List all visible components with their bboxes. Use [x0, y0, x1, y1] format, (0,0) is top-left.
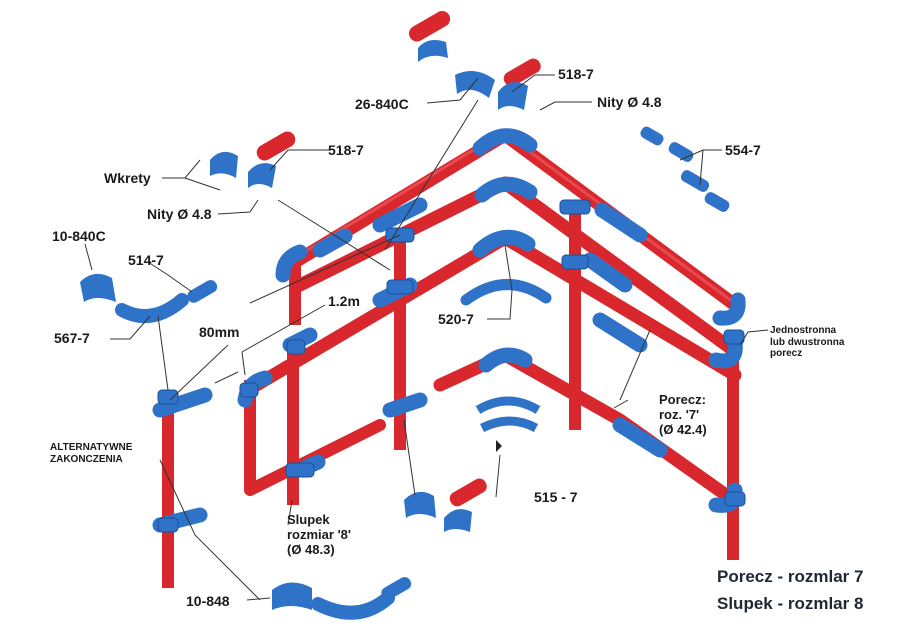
label-10-840c: 10-840C: [52, 228, 106, 244]
label-518-7-top: 518-7: [558, 66, 594, 82]
alternatywne-line-2: ZAKONCZENIA: [50, 453, 123, 465]
slupek-line-2: rozmiar '8': [287, 526, 351, 542]
label-80mm: 80mm: [199, 324, 240, 340]
label-nity-left: Nity Ø 4.8: [147, 206, 212, 222]
exploded-515: [475, 396, 541, 452]
exploded-518-mid: [210, 131, 296, 188]
footer-slupek-size: Slupek - rozmlar 8: [717, 594, 864, 613]
label-520-7: 520-7: [438, 311, 474, 327]
label-slupek-roz: Slupek rozmiar '8' (Ø 48.3): [287, 512, 351, 558]
label-26-840c: 26-840C: [355, 96, 409, 112]
label-jednostronna: Jednostronna lub dwustronna porecz: [770, 325, 844, 360]
label-porecz-roz: Porecz: roz. '7' (Ø 42.4): [659, 392, 707, 438]
jednostronna-line-1: Jednostronna: [770, 325, 837, 336]
leader-lines: [84, 74, 769, 601]
label-518-7-mid: 518-7: [328, 142, 364, 158]
label-alternatywne: ALTERNATYWNE ZAKONCZENIA: [50, 442, 132, 465]
label-554-7: 554-7: [725, 142, 761, 158]
jednostronna-line-2: lub dwustronna: [770, 336, 845, 348]
alternatywne-line-1: ALTERNATYWNE: [50, 442, 133, 453]
porecz-line-3: (Ø 42.4): [659, 421, 707, 437]
label-514-7: 514-7: [128, 252, 164, 268]
label-515-7: 515 - 7: [534, 489, 578, 505]
slupek-line-3: (Ø 48.3): [287, 541, 335, 557]
exploded-top: [409, 11, 541, 110]
jednostronna-line-3: porecz: [770, 348, 803, 359]
exploded-520: [460, 279, 552, 306]
exploded-554: [640, 126, 730, 212]
label-wkrety: Wkrety: [104, 170, 151, 186]
label-nity-top: Nity Ø 4.8: [597, 94, 662, 110]
label-10-848: 10-848: [186, 593, 230, 609]
exploded-lower: [404, 478, 487, 532]
exploded-bottom: [272, 577, 412, 620]
post-clamps: [157, 199, 746, 533]
porecz-line-1: Porecz:: [659, 392, 706, 407]
porecz-line-2: roz. '7': [659, 406, 700, 422]
label-567-7: 567-7: [54, 330, 90, 346]
slupek-line-1: Slupek: [287, 512, 330, 527]
exploded-left: [80, 273, 218, 323]
label-1-2m: 1.2m: [328, 293, 360, 309]
footer-porecz-size: Porecz - rozmlar 7: [717, 567, 864, 586]
